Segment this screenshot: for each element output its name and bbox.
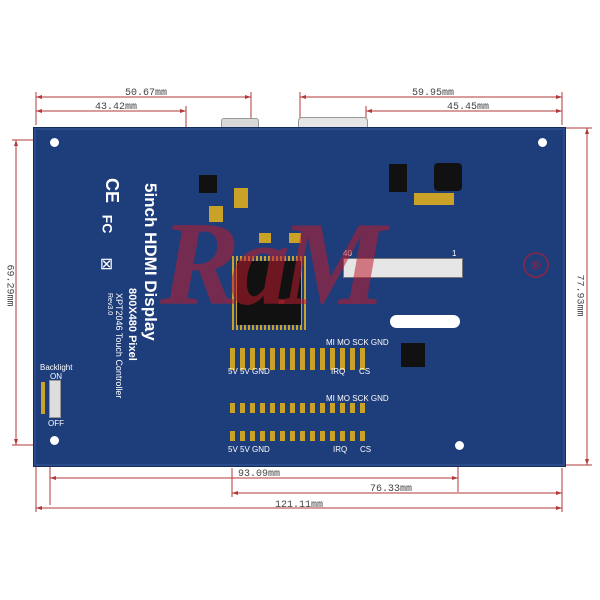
dim-top-right-inner: 45.45mm (447, 102, 490, 113)
fcc-mark-icon: FC (99, 214, 116, 234)
backlight-label: Backlight (40, 363, 73, 372)
main-controller-chip (237, 261, 301, 325)
inductor (434, 163, 462, 191)
backlight-switch[interactable] (49, 380, 61, 418)
board-resolution: 800X480 Pixel (126, 288, 138, 361)
backlight-on-label: ON (50, 372, 62, 381)
mount-hole-bl (50, 436, 59, 445)
weee-bin-icon: ⊠ (97, 257, 115, 271)
mount-hole-tr (538, 138, 547, 147)
mount-hole-br (455, 441, 464, 450)
board-slot (390, 315, 460, 328)
dim-top-left-inner: 43.42mm (95, 102, 138, 113)
dim-right-height: 77.93mm (573, 274, 585, 317)
small-ic-1 (389, 164, 407, 192)
pad-group-5 (414, 193, 454, 205)
backlight-off-label: OFF (48, 419, 64, 428)
dim-top-right-outer: 59.95mm (412, 88, 455, 99)
fpc-label-1: 1 (452, 249, 457, 258)
dim-bottom-inner-right: 76.33mm (370, 484, 413, 495)
dim-left-height: 69.29mm (3, 264, 15, 307)
watermark-logo: RaM (160, 197, 387, 330)
board-controller: XPT2046 Touch Controller (114, 293, 124, 399)
header-row-top (230, 348, 370, 370)
pad-group-3 (259, 233, 271, 243)
bottom-header-top-labels: MI MO SCK GND (326, 394, 389, 403)
header-top-labels: MI MO SCK GND (326, 338, 389, 347)
pad-group-4 (289, 233, 301, 243)
header-row-bottom-1 (230, 403, 368, 413)
header-5v-gnd-label: 5V 5V GND (228, 367, 270, 376)
header-cs-label: CS (359, 367, 371, 376)
bottom-cs-label: CS (360, 445, 372, 454)
bottom-5v-label: 5V 5V GND (228, 445, 270, 454)
registered-mark-icon: ® (523, 252, 549, 278)
header-irq-label: IRQ (331, 367, 346, 376)
ce-mark-icon: CE (102, 177, 123, 204)
board-revision: Rev3.0 (106, 293, 113, 316)
header-row-bottom-2 (230, 431, 368, 441)
fpc-label-40: 40 (343, 249, 352, 258)
pad-group-2 (209, 206, 223, 222)
dim-top-left-outer: 50.67mm (125, 88, 168, 99)
dim-bottom-inner-left: 93.09mm (238, 469, 281, 480)
pad-group-1 (234, 188, 248, 208)
bottom-irq-label: IRQ (333, 445, 348, 454)
touch-controller-chip (401, 343, 425, 367)
pcb-board: 40 1 MI MO SCK GND 5V 5V GND IRQ CS MI M… (33, 127, 566, 467)
fpc-connector (343, 258, 463, 278)
regulator-chip (199, 175, 217, 193)
mount-hole-tl (50, 138, 59, 147)
board-title: 5inch HDMI Display (141, 183, 160, 341)
dim-bottom-total: 121.11mm (275, 500, 324, 511)
switch-pads (41, 382, 45, 414)
